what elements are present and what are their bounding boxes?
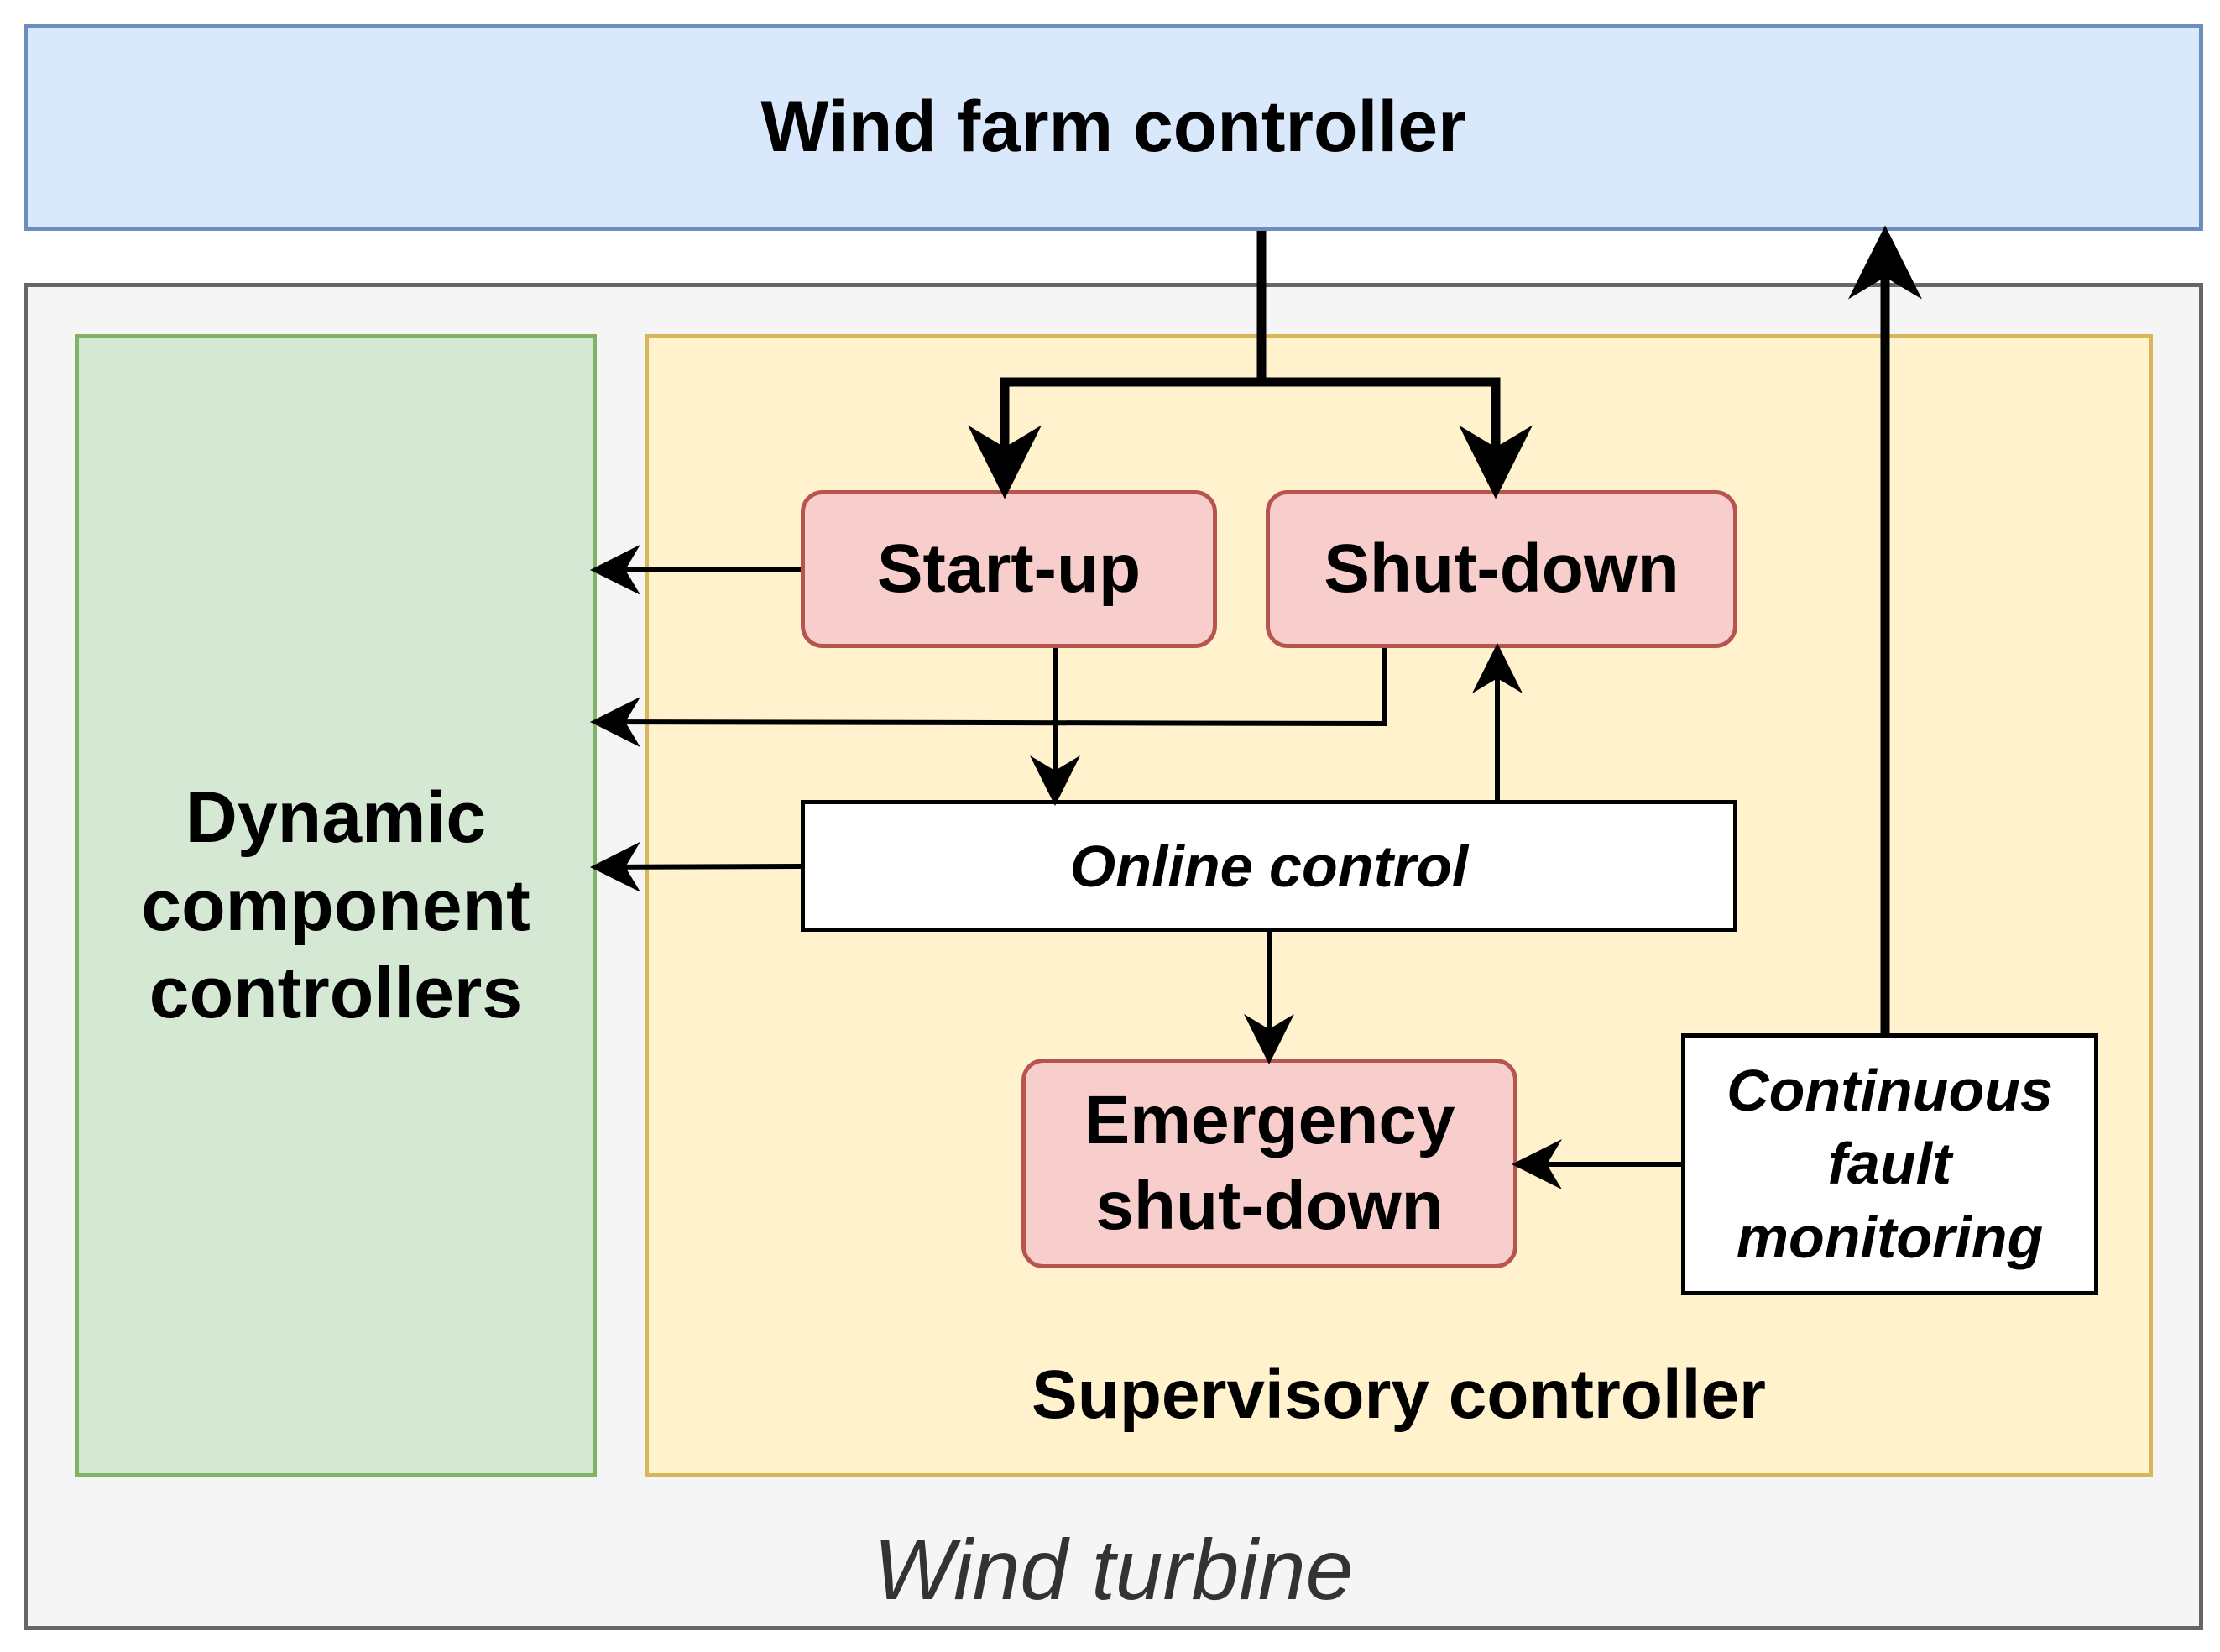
online-control-box: Online control (801, 800, 1737, 932)
start-up-box: Start-up (801, 490, 1217, 648)
wind-turbine-label: Wind turbine (873, 1522, 1354, 1618)
online-control-label: Online control (1069, 833, 1469, 899)
farm-to-shutdown-arrow (1261, 377, 1533, 499)
continuous-fault-monitoring-label: Continuous fault monitoring (1726, 1057, 2053, 1270)
shutdown-to-dynamic-arrow (590, 647, 1388, 748)
shut-down-box: Shut-down (1266, 490, 1737, 648)
startup-to-dynamic-arrow (590, 544, 802, 595)
emergency-shut-down-box: Emergency shut-down (1021, 1059, 1517, 1268)
farm-to-startup-arrow (968, 377, 1261, 499)
supervisory-controller-label: Supervisory controller (1032, 1357, 1766, 1433)
wind-farm-controller-box: Wind farm controller (24, 24, 2203, 231)
dynamic-component-controllers-label: Dynamic component controllers (141, 776, 530, 1034)
continuous-fault-monitoring-box: Continuous fault monitoring (1681, 1033, 2098, 1295)
online-to-dynamic-arrow (590, 841, 802, 892)
start-up-label: Start-up (876, 531, 1141, 607)
emergency-shut-down-label: Emergency shut-down (1084, 1081, 1455, 1245)
dynamic-component-controllers-box: Dynamic component controllers (75, 334, 597, 1477)
wind-farm-controller-label: Wind farm controller (760, 86, 1466, 167)
shut-down-label: Shut-down (1324, 531, 1679, 607)
